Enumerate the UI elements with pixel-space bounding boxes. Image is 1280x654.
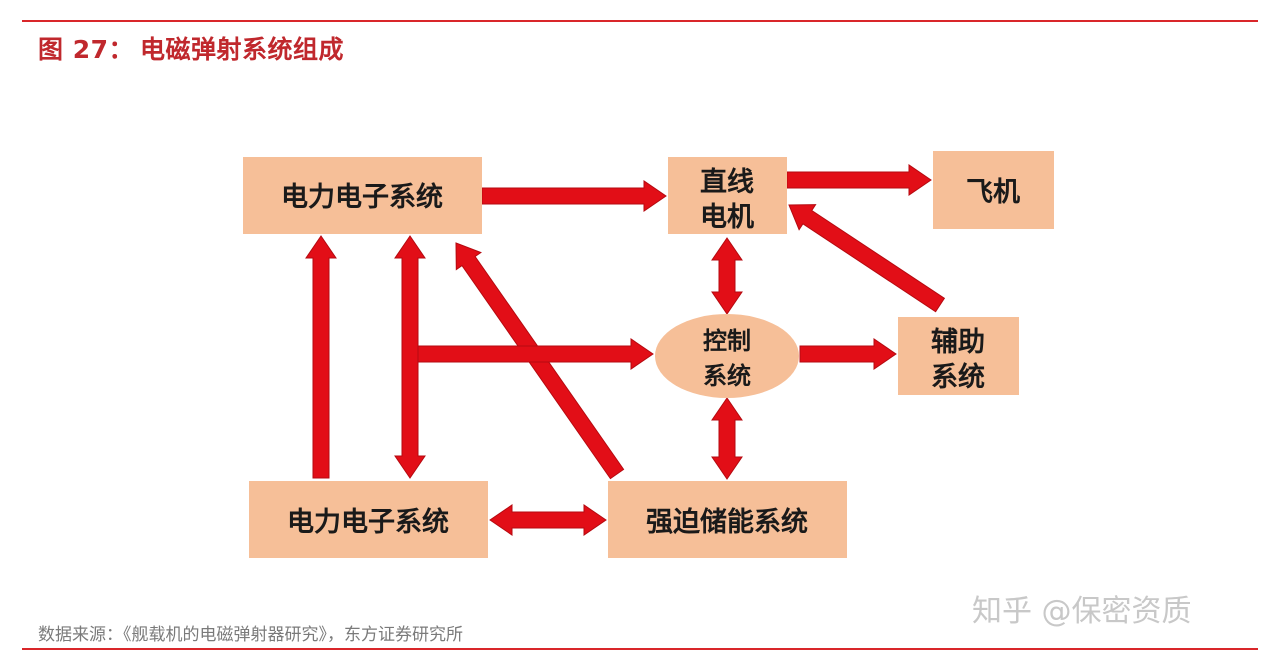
node-box xyxy=(933,151,1054,229)
node-control: 控制 系统 xyxy=(655,314,799,398)
figure-title: 图 27：电磁弹射系统组成 xyxy=(38,30,344,66)
top-rule xyxy=(22,20,1258,22)
arrow-motor-control xyxy=(711,237,743,315)
arrow-auxiliary-to-motor xyxy=(788,204,946,313)
node-label: 电力电子系统 xyxy=(287,506,449,538)
node-power-top: 电力电子系统 xyxy=(243,157,482,234)
node-label-line2: 系统 xyxy=(703,362,751,390)
node-label-line1: 直线 xyxy=(700,167,754,198)
arrow-control-storage xyxy=(711,397,743,480)
node-label-line2: 系统 xyxy=(931,361,985,393)
node-auxiliary: 辅助 系统 xyxy=(898,317,1019,395)
node-label: 强迫储能系统 xyxy=(646,506,808,538)
node-box xyxy=(249,481,488,558)
node-label-line1: 辅助 xyxy=(931,327,985,358)
node-label-line1: 控制 xyxy=(703,327,751,355)
node-label-line2: 电机 xyxy=(700,202,754,233)
arrow-motor-to-aircraft xyxy=(786,164,932,196)
node-box xyxy=(668,157,787,234)
node-label: 电力电子系统 xyxy=(281,181,443,213)
node-ellipse xyxy=(655,314,799,398)
arrow-power-top-bottom xyxy=(394,235,426,479)
node-label: 飞机 xyxy=(966,177,1020,208)
watermark: 知乎 @保密资质 xyxy=(972,594,1192,629)
node-power-bottom: 电力电子系统 xyxy=(249,481,488,558)
figure-number: 图 27： xyxy=(38,35,134,64)
arrow-bottom-to-top-power xyxy=(305,235,337,479)
node-linear-motor: 直线 电机 xyxy=(668,157,787,234)
node-aircraft: 飞机 xyxy=(933,151,1054,229)
arrow-control-to-auxiliary xyxy=(799,338,897,370)
node-storage: 强迫储能系统 xyxy=(608,481,847,558)
node-box xyxy=(243,157,482,234)
arrow-branch-to-control xyxy=(417,338,654,370)
figure-title-text: 电磁弹射系统组成 xyxy=(140,35,345,64)
bottom-rule xyxy=(22,648,1258,650)
node-box xyxy=(898,317,1019,395)
arrows-layer xyxy=(305,164,946,536)
node-box xyxy=(608,481,847,558)
arrow-power-to-motor xyxy=(481,180,667,212)
source-note: 数据来源：《舰载机的电磁弹射器研究》，东方证券研究所 xyxy=(38,625,463,645)
arrow-power-storage xyxy=(489,504,607,536)
